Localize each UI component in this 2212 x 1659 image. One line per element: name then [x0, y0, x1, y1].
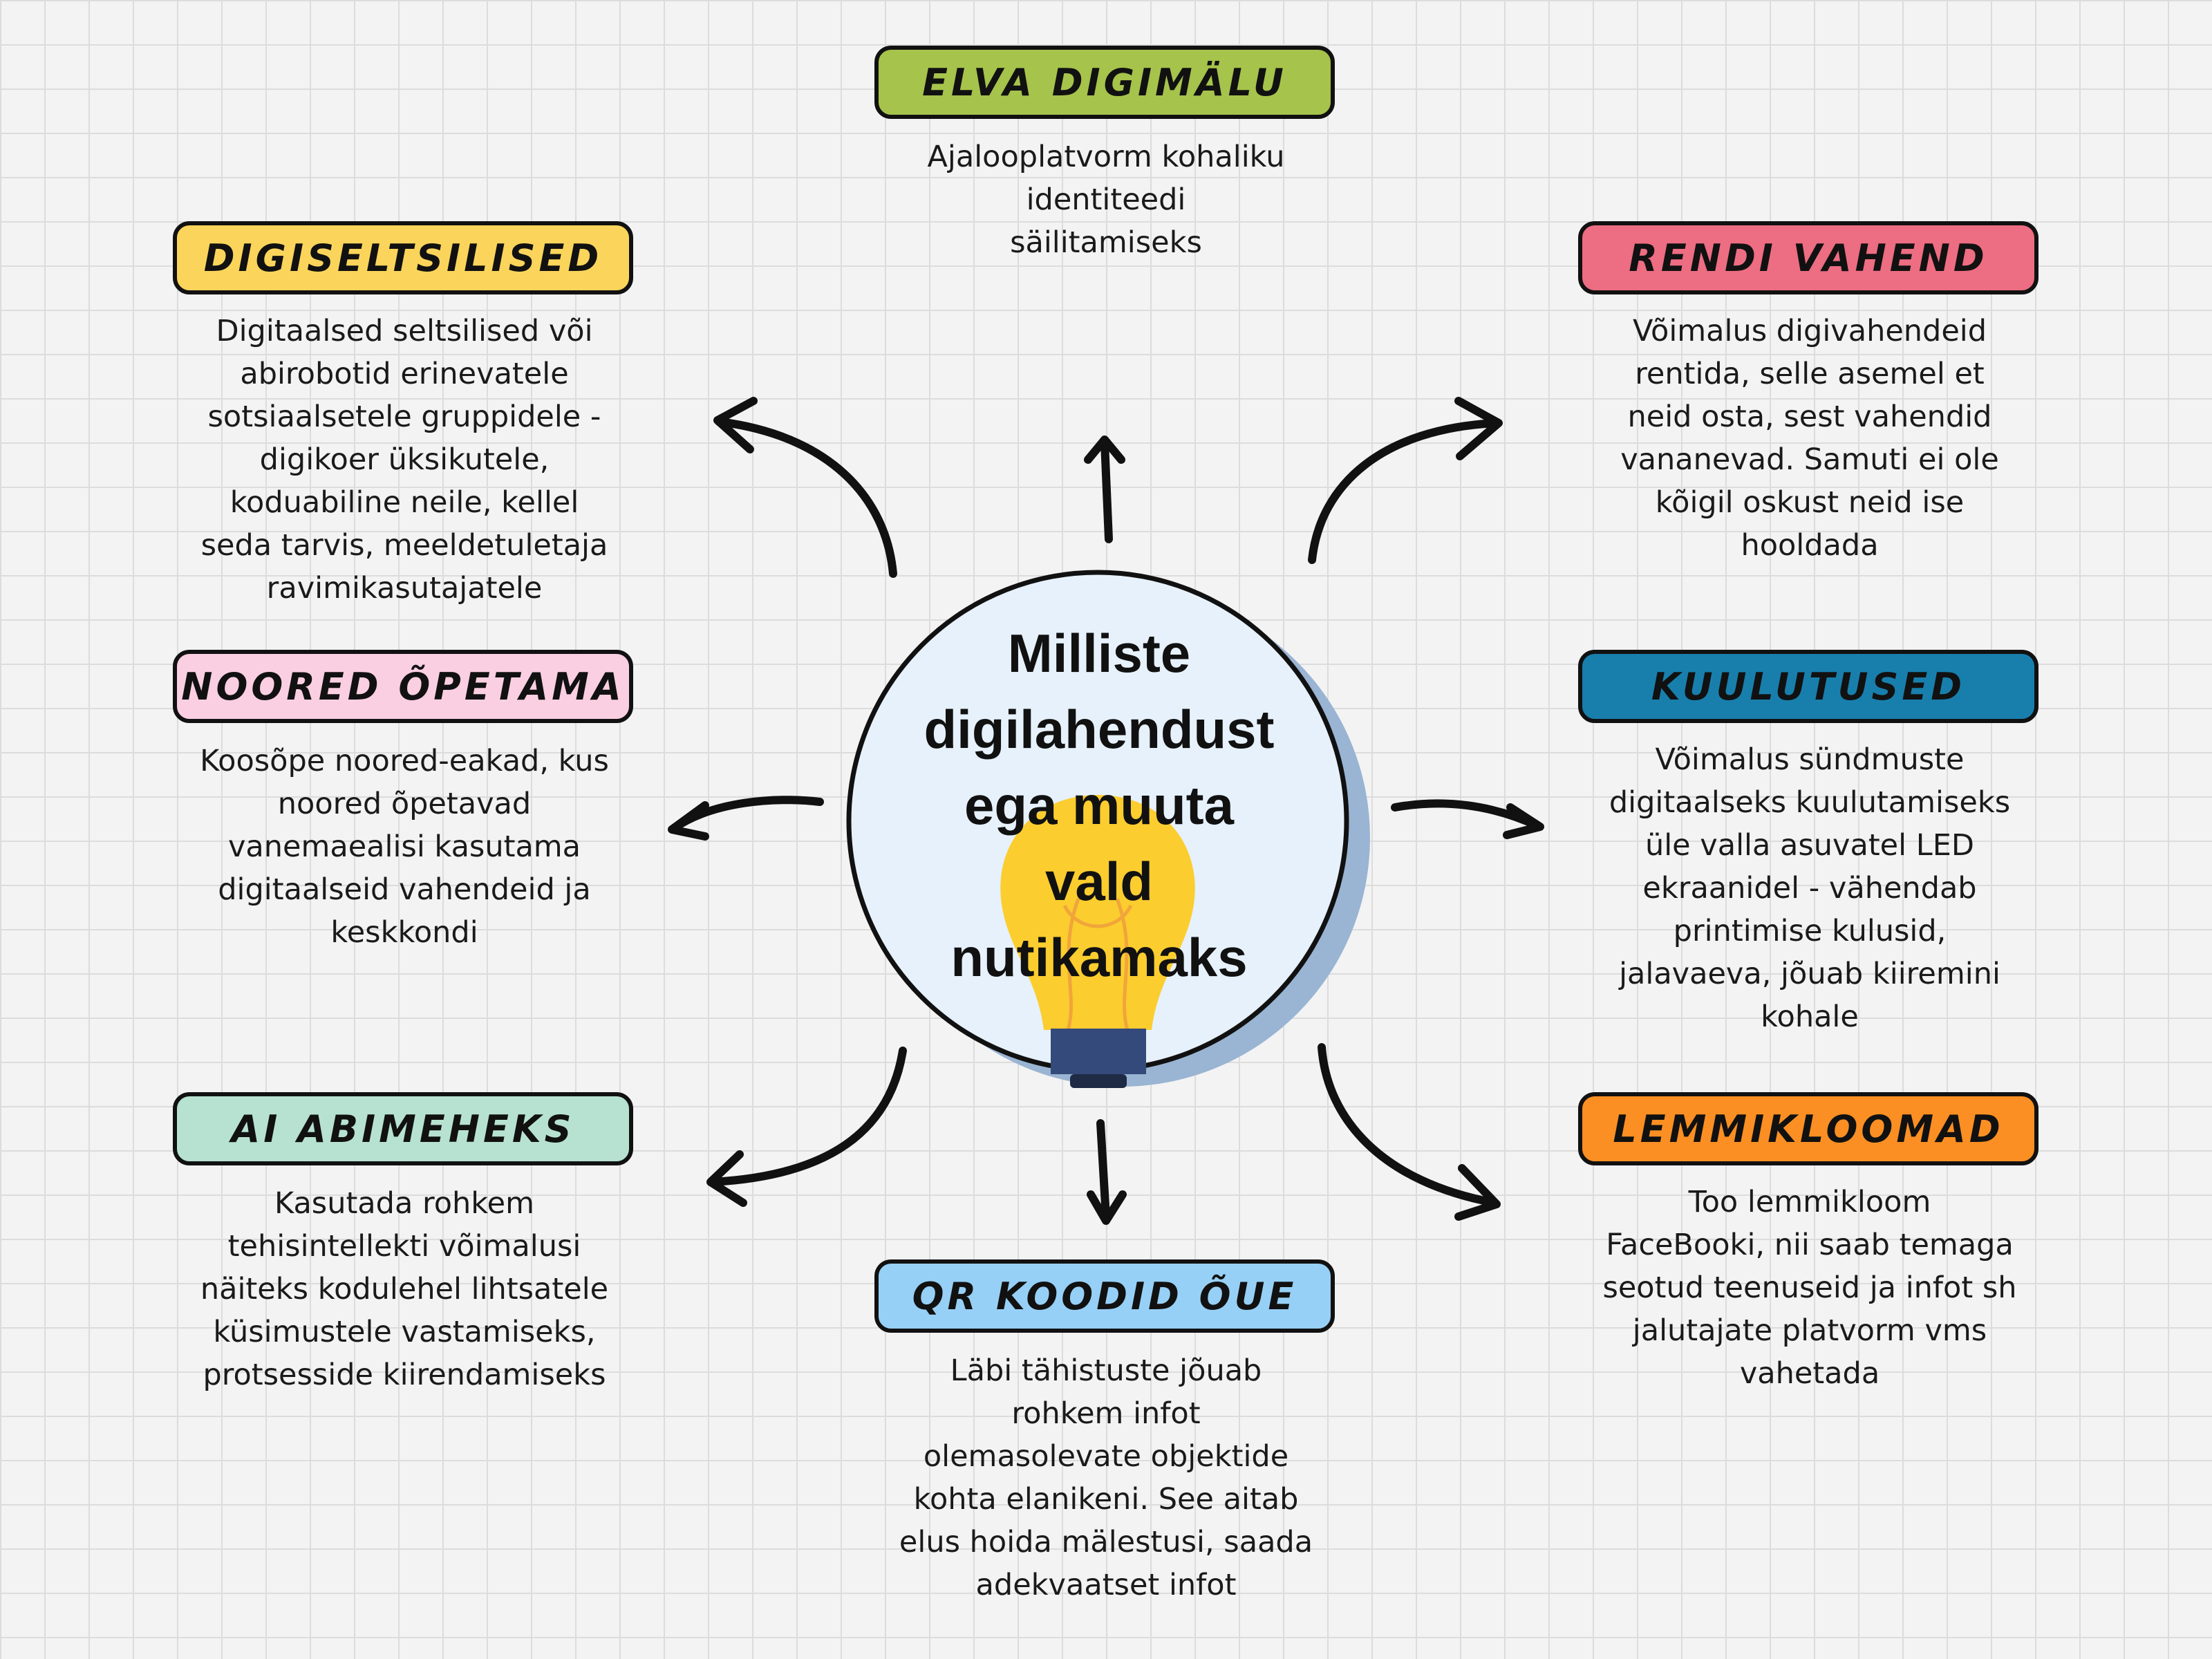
desc-line: tehisintellekti võimalusi — [227, 1229, 581, 1264]
node-desc-noored: Koosõpe noored-eakad, kus noored õpetava… — [176, 740, 632, 954]
node-desc-ai: Kasutada rohkem tehisintellekti võimalus… — [176, 1182, 632, 1396]
arrowhead-rendi — [1454, 397, 1503, 460]
desc-line: vahetada — [1739, 1356, 1880, 1391]
arrow-to-rendi — [1308, 419, 1501, 564]
desc-line: seda tarvis, meeldetuletaja — [200, 528, 608, 563]
node-label-rendi: RENDI VAHEND — [1578, 221, 2038, 294]
arrowhead-ai — [706, 1150, 747, 1207]
desc-line: hooldada — [1741, 528, 1879, 563]
desc-line: FaceBooki, nii saab temaga — [1606, 1228, 2014, 1262]
desc-line: üle valla asuvatel LED — [1644, 828, 1974, 863]
arrowhead-lemmikloomad — [1454, 1164, 1501, 1221]
desc-line: olemasolevate objektide — [923, 1439, 1289, 1474]
node-desc-qr: Läbi tähistuste jõuab rohkem infot olema… — [878, 1349, 1334, 1606]
desc-line: identiteedi — [1026, 182, 1186, 217]
node-label-ai: AI ABIMEHEKS — [173, 1092, 633, 1165]
desc-line: kohale — [1761, 1000, 1859, 1034]
arrow-to-qr — [1096, 1119, 1110, 1221]
desc-line: sotsiaalsetele gruppidele - — [207, 400, 601, 434]
center-title: Milliste digilahendust ega muuta vald nu… — [864, 615, 1334, 995]
desc-line: elus hoida mälestusi, saada — [899, 1525, 1313, 1559]
center-title-line: Milliste — [1007, 623, 1191, 684]
desc-line: Koosõpe noored-eakad, kus — [200, 744, 609, 778]
node-label-qr: QR KOODID ÕUE — [874, 1259, 1335, 1333]
center-title-line: ega muuta — [964, 775, 1235, 836]
arrow-to-lemmikloomad — [1318, 1043, 1499, 1207]
desc-line: digikoer üksikutele, — [259, 442, 550, 477]
node-desc-digiseltsilised: Digitaalsed seltsilised või abirobotid e… — [176, 310, 632, 610]
node-label-elva: ELVA DIGIMÄLU — [874, 46, 1335, 119]
arrowhead-digiseltsilised — [713, 397, 758, 453]
node-desc-rendi: Võimalus digivahendeid rentida, selle as… — [1582, 310, 2038, 567]
center-title-line: digilahendust — [924, 699, 1275, 760]
desc-line: kõigil oskust neid ise — [1655, 485, 1965, 520]
node-label-kuulutused: KUULUTUSED — [1578, 650, 2038, 723]
desc-line: ravimikasutajatele — [266, 571, 543, 606]
desc-line: vanemaealisi kasutama — [227, 830, 581, 864]
lightbulb-icon — [1000, 795, 1195, 1088]
desc-line: ekraanidel - vähendab — [1642, 871, 1977, 906]
arrowhead-noored — [668, 801, 709, 841]
arrow-to-elva — [1100, 438, 1113, 543]
node-label-lemmikloomad: LEMMIKLOOMAD — [1578, 1092, 2038, 1165]
desc-line: säilitamiseks — [1010, 225, 1202, 260]
center-title-line: vald — [1044, 851, 1154, 912]
arrowhead-elva — [1084, 435, 1125, 464]
desc-line: Võimalus digivahendeid — [1632, 314, 1987, 348]
desc-line: küsimustele vastamiseks, — [213, 1315, 596, 1349]
desc-line: Kasutada rohkem — [274, 1186, 534, 1221]
arrow-to-digiseltsilised — [715, 418, 897, 578]
arrow-to-ai — [708, 1047, 907, 1186]
desc-line: jalavaeva, jõuab kiiremini — [1619, 957, 2000, 991]
desc-line: adekvaatset infot — [975, 1568, 1237, 1602]
desc-line: digitaalseid vahendeid ja — [218, 872, 591, 907]
desc-line: kohta elanikeni. See aitab — [913, 1482, 1299, 1517]
node-desc-lemmikloomad: Too lemmikloom FaceBooki, nii saab temag… — [1582, 1181, 2038, 1395]
desc-line: Ajalooplatvorm kohaliku — [927, 140, 1285, 174]
desc-line: protsesside kiirendamiseks — [203, 1358, 606, 1392]
node-label-digiseltsilised: DIGISELTSILISED — [173, 221, 633, 294]
node-desc-kuulutused: Võimalus sündmuste digitaalseks kuulutam… — [1582, 738, 2038, 1038]
node-label-noored: NOORED ÕPETAMA — [173, 650, 633, 723]
arrowhead-qr — [1087, 1190, 1127, 1225]
desc-line: vananevad. Samuti ei ole — [1620, 442, 1999, 477]
arrowhead-kuulutused — [1503, 803, 1544, 839]
desc-line: Too lemmikloom — [1688, 1185, 1931, 1219]
center-title-line: nutikamaks — [950, 927, 1248, 988]
desc-line: Digitaalsed seltsilised või — [216, 314, 593, 348]
desc-line: rentida, selle asemel et — [1635, 357, 1985, 391]
desc-line: koduabiline neile, kellel — [229, 485, 579, 520]
desc-line: seotud teenuseid ja infot sh — [1602, 1271, 2017, 1305]
desc-line: Võimalus sündmuste — [1655, 742, 1965, 777]
desc-line: printimise kulusid, — [1673, 914, 1947, 948]
node-desc-elva: Ajalooplatvorm kohaliku identiteedi säil… — [878, 135, 1334, 264]
desc-line: noored õpetavad — [277, 787, 532, 821]
desc-line: Läbi tähistuste jõuab — [950, 1353, 1262, 1388]
desc-line: rohkem infot — [1011, 1396, 1201, 1431]
desc-line: digitaalseks kuulutamiseks — [1609, 785, 2011, 820]
desc-line: neid osta, sest vahendid — [1627, 400, 1992, 434]
desc-line: keskkondi — [330, 915, 478, 950]
desc-line: jalutajate platvorm vms — [1632, 1313, 1987, 1348]
desc-line: näiteks kodulehel lihtsatele — [200, 1272, 609, 1306]
desc-line: abirobotid erinevatele — [240, 357, 569, 391]
